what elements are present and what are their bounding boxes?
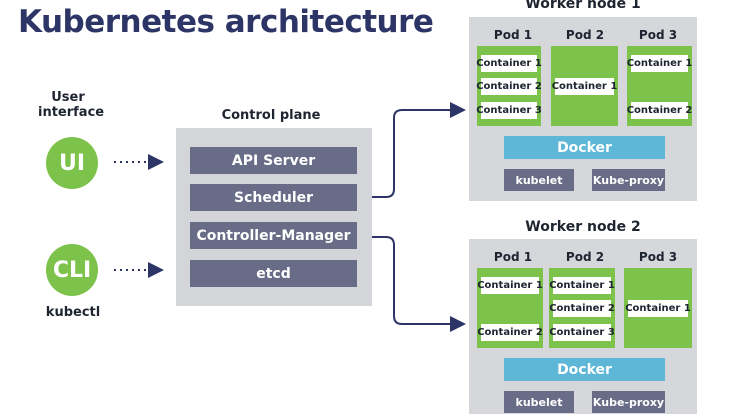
container-box: Container 2 — [477, 324, 543, 341]
docker-runtime-box: Docker — [504, 358, 665, 381]
control-plane-panel: API Server Scheduler Controller-Manager … — [176, 128, 372, 306]
pod-box: Container 1 — [624, 268, 692, 348]
kubelet-box: kubelet — [504, 169, 574, 191]
pod-box: Container 1 Container 2 — [477, 268, 543, 348]
docker-runtime-box: Docker — [504, 136, 665, 159]
container-box: Container 3 — [476, 102, 542, 119]
container-box: Container 1 — [477, 277, 543, 294]
container-box: Container 2 — [476, 78, 542, 95]
kubelet-box: kubelet — [504, 391, 574, 413]
pod-label: Pod 1 — [493, 250, 533, 264]
control-plane-label: Control plane — [221, 108, 321, 123]
cli-circle: CLI — [46, 244, 98, 296]
pod-box: Container 1 Container 2 — [627, 46, 692, 126]
container-box: Container 1 — [549, 277, 615, 294]
container-box: Container 1 — [476, 55, 542, 72]
page-title: Kubernetes architecture — [18, 4, 434, 40]
pod-label: Pod 2 — [565, 28, 605, 42]
api-server-box: API Server — [190, 147, 357, 174]
pod-label: Pod 2 — [565, 250, 605, 264]
etcd-box: etcd — [190, 260, 357, 287]
kube-proxy-box: Kube-proxy — [592, 169, 665, 191]
pod-box: Container 1 — [551, 46, 618, 126]
worker-node-1: Pod 1 Pod 2 Pod 3 Container 1 Container … — [469, 17, 697, 201]
container-box: Container 1 — [627, 55, 692, 72]
controller-manager-box: Controller-Manager — [190, 222, 357, 249]
pod-label: Pod 3 — [638, 250, 678, 264]
user-interface-label: User interface — [38, 90, 105, 120]
worker-node-1-label: Worker node 1 — [525, 0, 641, 12]
pod-label: Pod 1 — [493, 28, 533, 42]
container-box: Container 1 — [625, 300, 691, 317]
container-box: Container 1 — [552, 78, 617, 95]
pod-box: Container 1 Container 2 Container 3 — [549, 268, 615, 348]
container-box: Container 3 — [549, 324, 615, 341]
pod-label: Pod 3 — [638, 28, 678, 42]
control-plane-to-worker-node-1-arrow — [372, 102, 466, 198]
container-box: Container 2 — [549, 300, 615, 317]
kubectl-label: kubectl — [45, 305, 101, 320]
scheduler-box: Scheduler — [190, 184, 357, 211]
worker-node-2-label: Worker node 2 — [525, 219, 641, 235]
container-box: Container 2 — [627, 102, 692, 119]
control-plane-to-worker-node-2-arrow — [372, 236, 466, 332]
ui-circle: UI — [46, 137, 98, 189]
pod-box: Container 1 Container 2 Container 3 — [476, 46, 542, 126]
kube-proxy-box: Kube-proxy — [592, 391, 665, 413]
worker-node-2: Pod 1 Pod 2 Pod 3 Container 1 Container … — [469, 239, 697, 414]
